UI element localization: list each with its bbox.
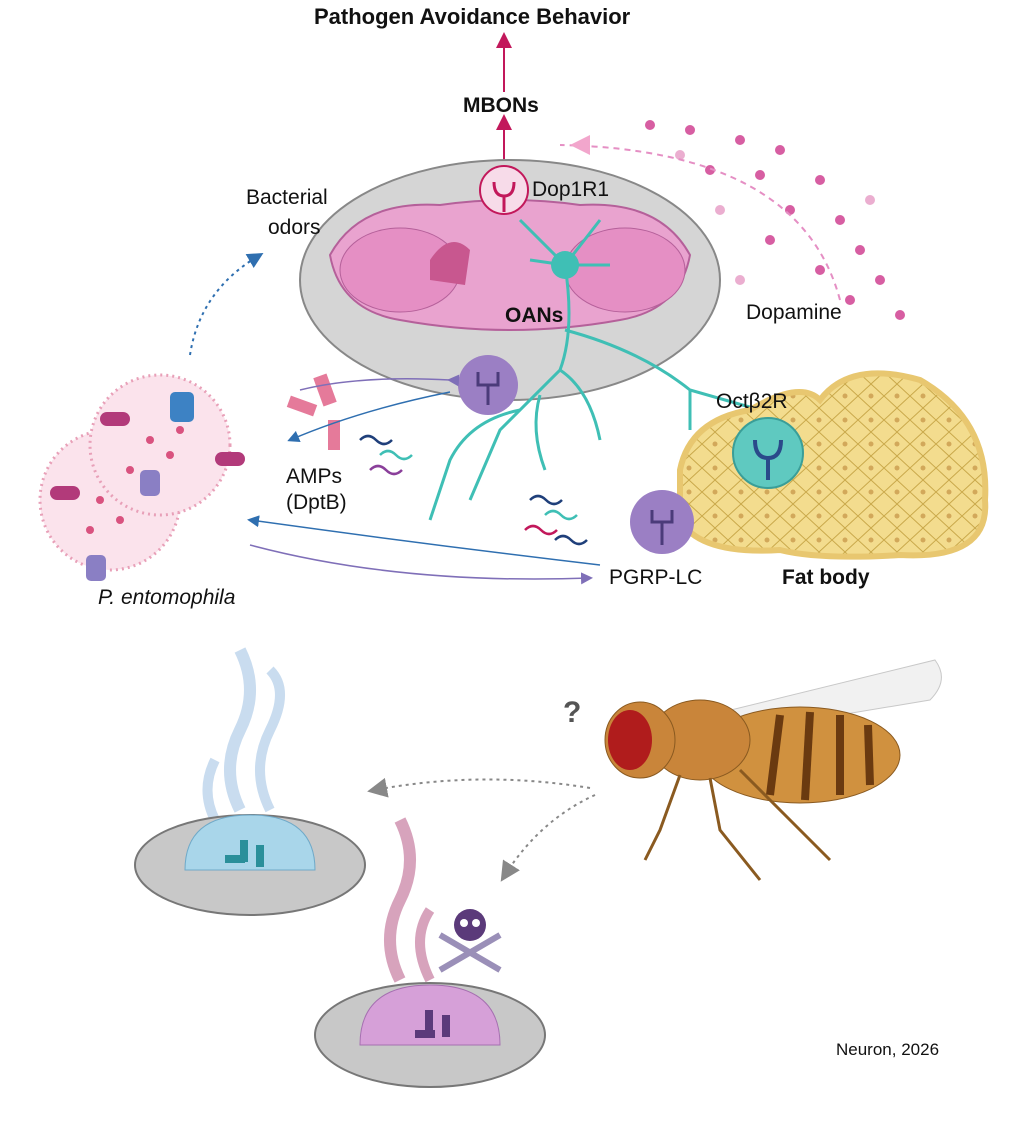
octb2r-label: Octβ2R <box>716 390 788 413</box>
odor-arrow <box>189 252 264 356</box>
title: Pathogen Avoidance Behavior <box>314 4 631 29</box>
dop1r1-receptor-icon <box>479 165 529 215</box>
choice-arrow-pathogen <box>500 794 596 882</box>
question-mark: ? <box>563 696 582 729</box>
fat-body-label: Fat body <box>782 566 870 589</box>
safe-food-dish <box>134 647 366 916</box>
octb2r-receptor-icon <box>732 417 804 489</box>
pgrp-lc-label: PGRP-LC <box>609 566 703 589</box>
amps-label-2: (DptB) <box>286 491 347 514</box>
bacterial-odors-label-1: Bacterial <box>246 186 328 209</box>
dopamine-label: Dopamine <box>746 301 842 324</box>
choice-arrow-safe <box>367 777 591 798</box>
pathogen-food-dish <box>314 817 546 1088</box>
amps-label-1: AMPs <box>286 465 343 488</box>
octopamine-receptor-brain-icon <box>458 355 518 415</box>
amp-peptides <box>359 434 588 546</box>
dopamine-molecules <box>645 120 905 320</box>
oan-neuron <box>428 218 761 521</box>
oans-label: OANs <box>505 304 564 327</box>
p-entomophila-bacteria <box>38 373 245 581</box>
drosophila-fly-icon <box>604 659 942 881</box>
peptidoglycan-fragments <box>286 373 340 450</box>
bacteria-label: P. entomophila <box>98 586 236 609</box>
pgrp-lc-receptor-icon <box>630 490 694 554</box>
fly-head-brain <box>299 159 721 401</box>
mbons-label: MBONs <box>463 94 539 117</box>
oan-cell-body <box>551 251 579 279</box>
dop1r1-label: Dop1R1 <box>532 178 610 201</box>
skull-crossbones-icon <box>438 909 502 973</box>
citation: Neuron, 2026 <box>836 1040 940 1059</box>
bacterial-odors-label-2: odors <box>268 216 321 239</box>
